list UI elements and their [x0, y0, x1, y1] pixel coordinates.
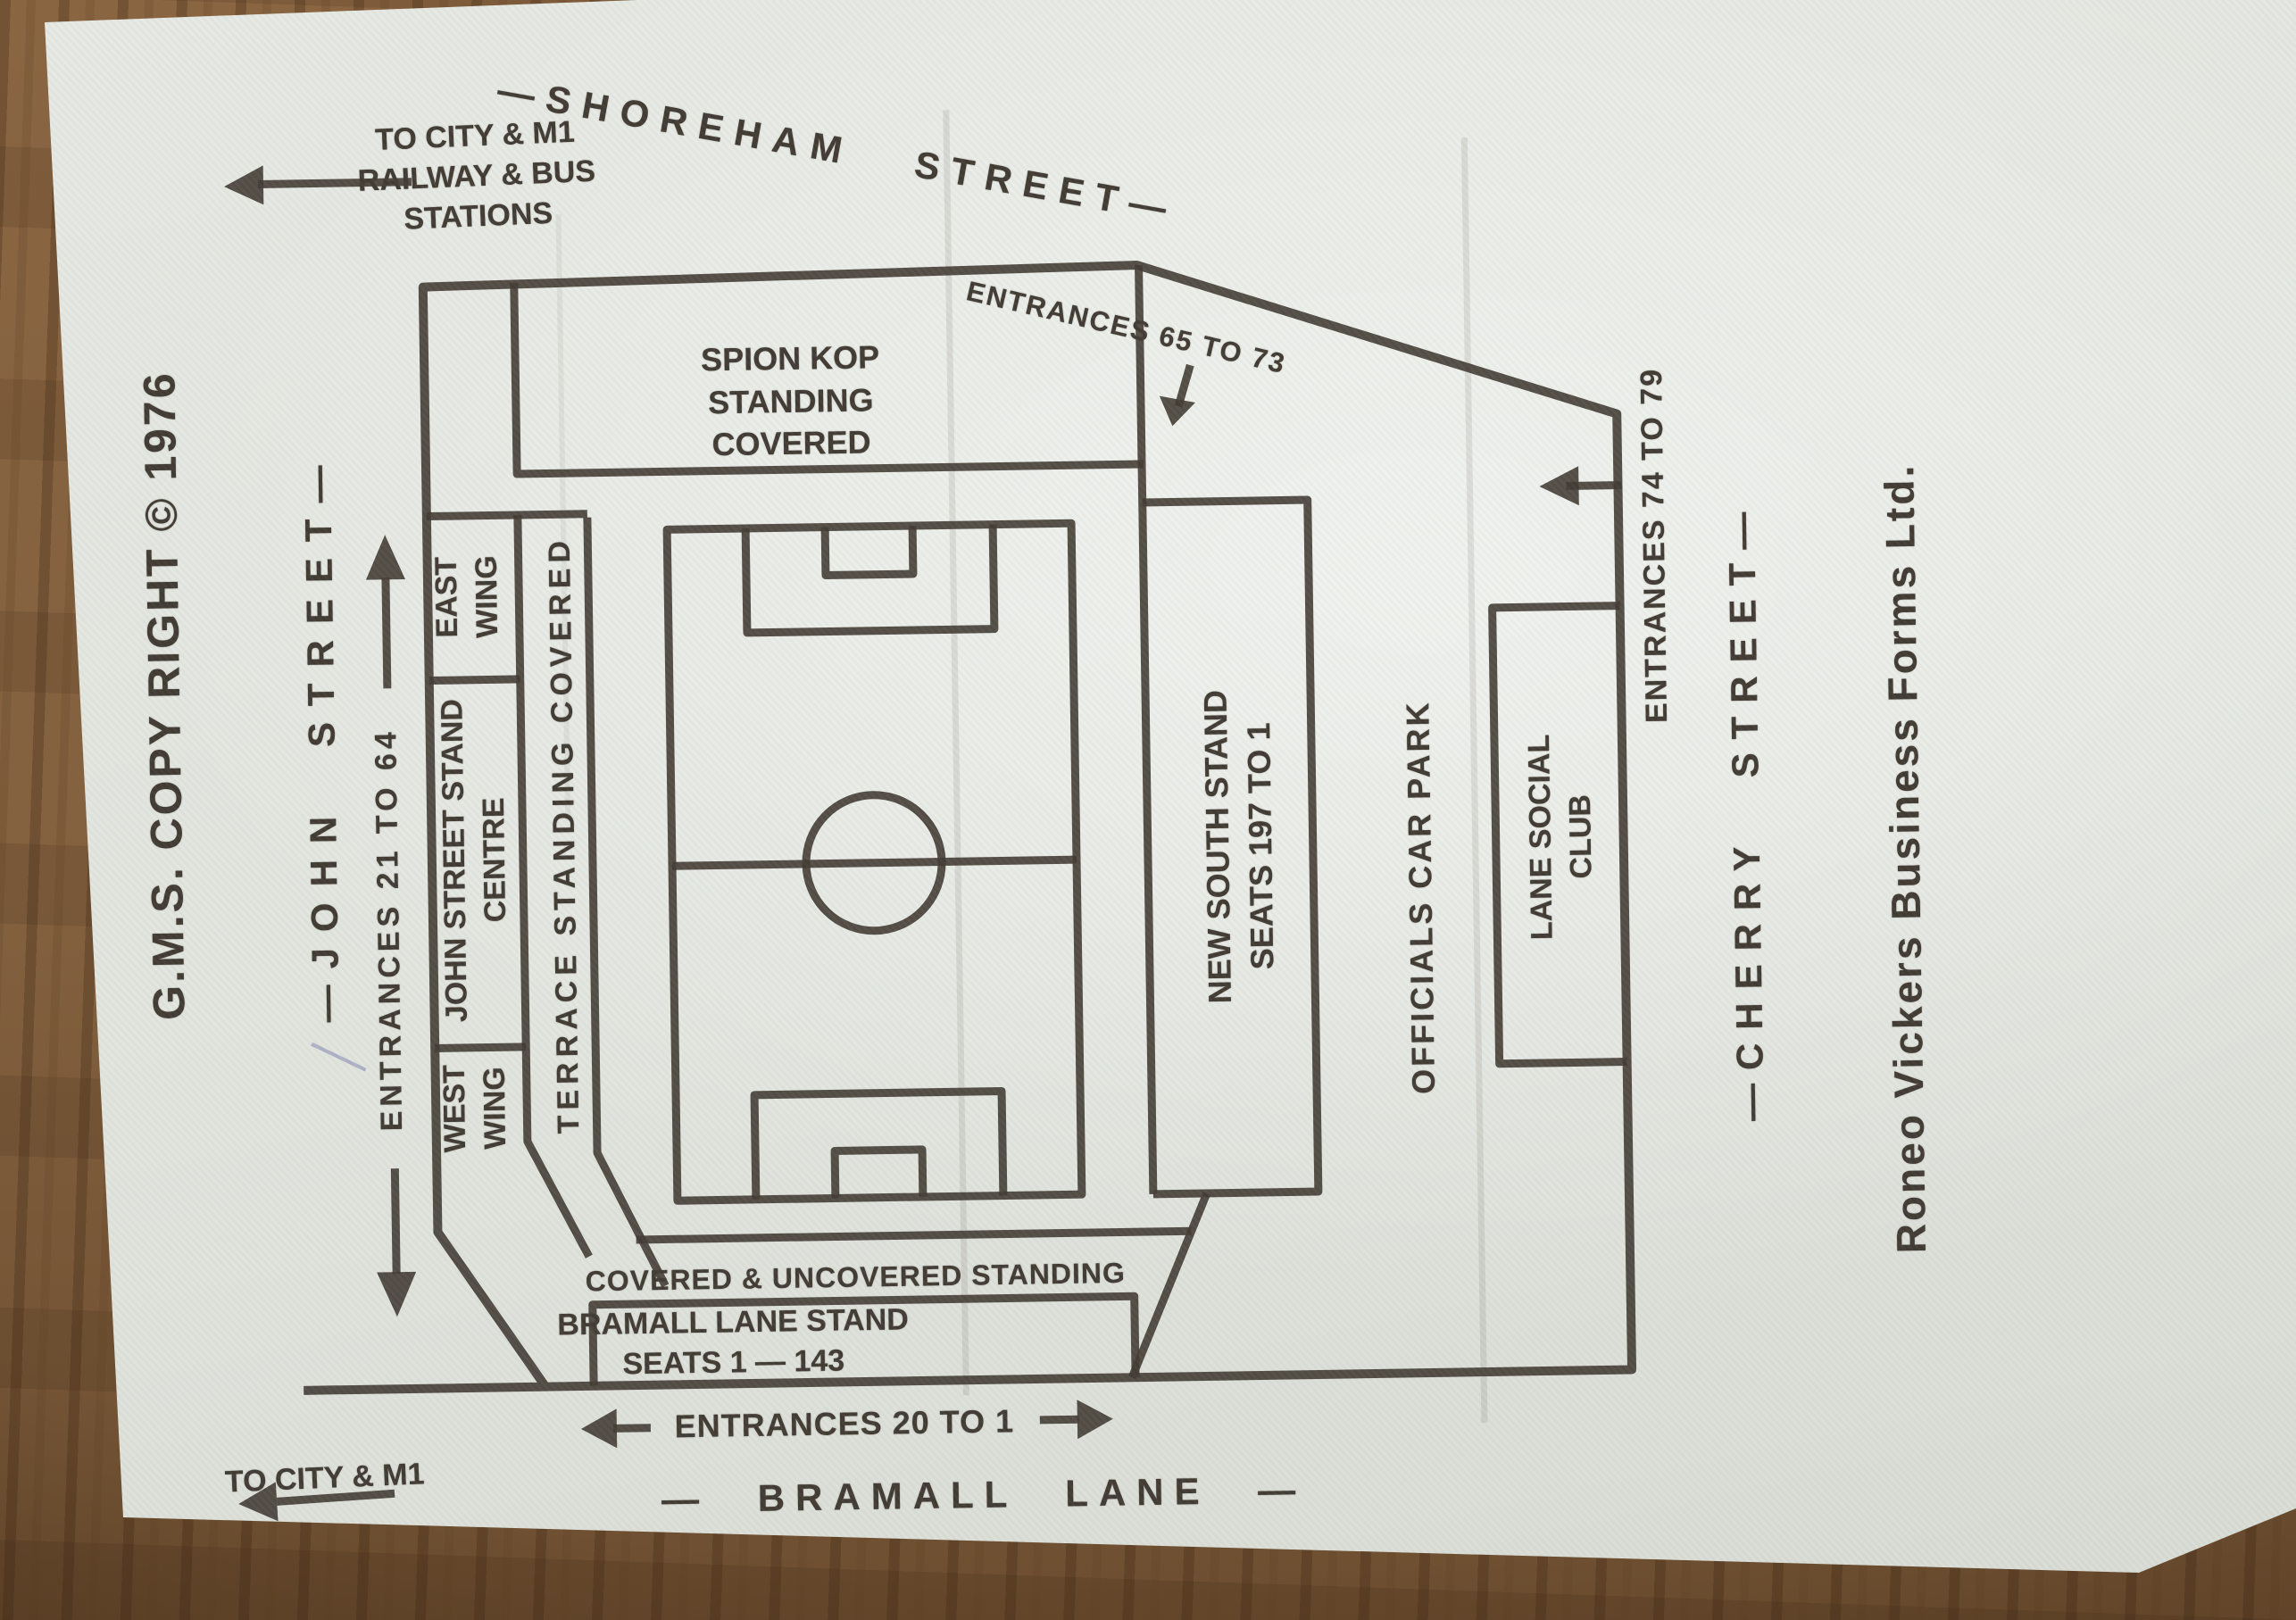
- stand-label-line: WEST: [437, 1064, 473, 1153]
- east-wing-divider: [428, 675, 520, 685]
- facility-label-line: CLUB: [1562, 793, 1599, 879]
- stand-label-line: SEATS 197 TO 1: [1239, 722, 1280, 970]
- facility-label-line: LANE SOCIAL: [1521, 734, 1560, 941]
- west-wing-divider: [435, 1043, 527, 1052]
- social-club-outline: [1488, 602, 1627, 1068]
- stand-label-line: WING: [469, 554, 504, 639]
- arrow-entrances-south-right-icon: [1039, 1400, 1113, 1440]
- entrances-south-label: ENTRANCES 20 TO 1: [674, 1402, 1015, 1445]
- stand-label-line: CENTRE: [476, 797, 513, 923]
- arrow-entrances-west-up-icon: [365, 535, 405, 689]
- bramall-lane-stand-outline: [588, 1292, 1140, 1386]
- arrow-to-city-bottom-icon: [238, 1482, 395, 1522]
- south-terrace-band: [636, 1226, 1192, 1244]
- arrow-entrances-west-down-icon: [377, 1168, 417, 1317]
- entrances-east-label: ENTRANCES 74 TO 79: [1634, 367, 1675, 724]
- new-south-stand-label: NEW SOUTH STAND SEATS 197 TO 1: [1194, 689, 1285, 1004]
- direction-city-stations: TO CITY & M1 RAILWAY & BUS STATIONS: [355, 112, 598, 242]
- pitch-centre-circle: [802, 791, 946, 935]
- pitch-goal-box-north: [820, 525, 918, 580]
- bramall-lane-stand-label: BRAMALL LANE STAND SEATS 1 — 143: [557, 1300, 910, 1385]
- stand-label-line: WING: [477, 1066, 512, 1151]
- stand-label-line: STANDING: [707, 380, 874, 420]
- spion-kop-label: SPION KOP STANDING COVERED: [701, 336, 881, 466]
- card-crease: [943, 110, 969, 1396]
- pitch-goal-box-south: [830, 1145, 928, 1199]
- arrow-entrances-65-73-icon: [1159, 363, 1195, 427]
- stand-label-line: SPION KOP: [700, 338, 880, 378]
- stand-label-line: NEW SOUTH STAND: [1196, 689, 1239, 1004]
- stand-label-line: SEATS 1 — 143: [622, 1343, 845, 1382]
- stand-label-line: BRAMALL LANE STAND: [557, 1302, 910, 1342]
- east-wing-label: EAST WING: [427, 555, 508, 639]
- pitch-penalty-box-north: [741, 524, 999, 637]
- terrace-strip-edge: [583, 517, 670, 1288]
- kop-corner-vertical: [1135, 264, 1158, 1194]
- pen-mark: [311, 1042, 367, 1072]
- street-label-john: —JOHN STREET—: [295, 449, 347, 1023]
- arrow-entrances-south-left-icon: [580, 1408, 651, 1449]
- stand-label-line: COVERED: [711, 423, 871, 463]
- pitch-halfway-line: [671, 855, 1077, 870]
- new-south-stand-outline: [1142, 495, 1323, 1199]
- pitch-penalty-box-south: [750, 1087, 1008, 1200]
- john-street-stand-label: JOHN STREET STAND CENTRE: [432, 698, 517, 1023]
- stand-label-line: JOHN STREET STAND: [435, 698, 474, 1023]
- pitch-outline: [662, 519, 1086, 1205]
- copyright-note: G.M.S. COPY RIGHT © 1976: [134, 370, 195, 1021]
- john-street-strip-top: [426, 510, 587, 521]
- entrances-west-label: ENTRANCES 21 TO 64: [369, 727, 410, 1132]
- spion-kop-outline: [510, 282, 1144, 478]
- south-east-diagonal: [1127, 1192, 1211, 1379]
- john-street-strip-divider: [513, 514, 593, 1259]
- arrow-entrances-74-79-icon: [1539, 466, 1622, 506]
- officials-car-park-label: OFFICIALS CAR PARK: [1399, 700, 1443, 1095]
- card-crease: [1460, 137, 1488, 1424]
- stand-label-line: EAST: [428, 556, 465, 638]
- lane-social-club-label: LANE SOCIAL CLUB: [1519, 734, 1602, 941]
- arrow-to-city-top-icon: [224, 165, 412, 205]
- west-wing-label: WEST WING: [435, 1064, 516, 1153]
